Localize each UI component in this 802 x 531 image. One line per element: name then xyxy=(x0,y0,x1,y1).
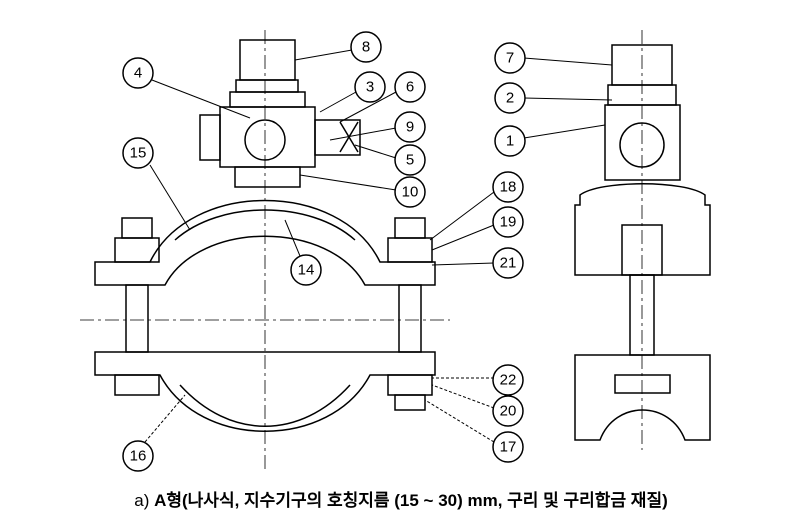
callout-1: 1 xyxy=(494,125,526,157)
callout-21: 21 xyxy=(492,247,524,279)
svg-text:10: 10 xyxy=(402,184,419,201)
callout-6: 6 xyxy=(394,71,426,103)
front-view xyxy=(80,30,450,470)
side-view xyxy=(574,30,711,450)
callout-7: 7 xyxy=(494,42,526,74)
callout-22: 22 xyxy=(492,364,524,396)
callout-4: 4 xyxy=(122,57,154,89)
svg-text:4: 4 xyxy=(134,65,142,82)
svg-text:6: 6 xyxy=(406,79,414,96)
svg-text:5: 5 xyxy=(406,152,414,169)
svg-text:18: 18 xyxy=(500,179,517,196)
callout-19: 19 xyxy=(492,206,524,238)
callout-17: 17 xyxy=(492,431,524,463)
svg-text:7: 7 xyxy=(506,50,514,67)
callout-2: 2 xyxy=(494,82,526,114)
callout-8: 8 xyxy=(350,31,382,63)
figure-caption: a) A형(나사식, 지수기구의 호칭지름 (15 ~ 30) mm, 구리 및… xyxy=(0,486,802,511)
svg-text:22: 22 xyxy=(500,372,517,389)
callout-14: 14 xyxy=(290,254,322,286)
svg-text:17: 17 xyxy=(500,439,517,456)
svg-text:3: 3 xyxy=(366,79,374,96)
callout-10: 10 xyxy=(394,176,426,208)
callout-9: 9 xyxy=(394,111,426,143)
callout-5: 5 xyxy=(394,144,426,176)
caption-prefix: a) xyxy=(134,491,155,510)
callout-3: 3 xyxy=(354,71,386,103)
svg-text:14: 14 xyxy=(298,262,315,279)
svg-text:8: 8 xyxy=(362,39,370,56)
svg-text:21: 21 xyxy=(500,255,517,272)
caption-title: A형(나사식, 지수기구의 호칭지름 (15 ~ 30) mm, 구리 및 구리… xyxy=(154,491,668,510)
svg-text:9: 9 xyxy=(406,119,414,136)
svg-text:15: 15 xyxy=(130,145,147,162)
svg-text:1: 1 xyxy=(506,133,514,150)
callout-15: 15 xyxy=(122,137,154,169)
callout-20: 20 xyxy=(492,395,524,427)
svg-text:16: 16 xyxy=(130,448,147,465)
svg-text:19: 19 xyxy=(500,214,517,231)
svg-text:20: 20 xyxy=(500,403,517,420)
svg-text:2: 2 xyxy=(506,90,514,107)
callout-18: 18 xyxy=(492,171,524,203)
callout-16: 16 xyxy=(122,440,154,472)
leader-lines xyxy=(144,49,613,443)
